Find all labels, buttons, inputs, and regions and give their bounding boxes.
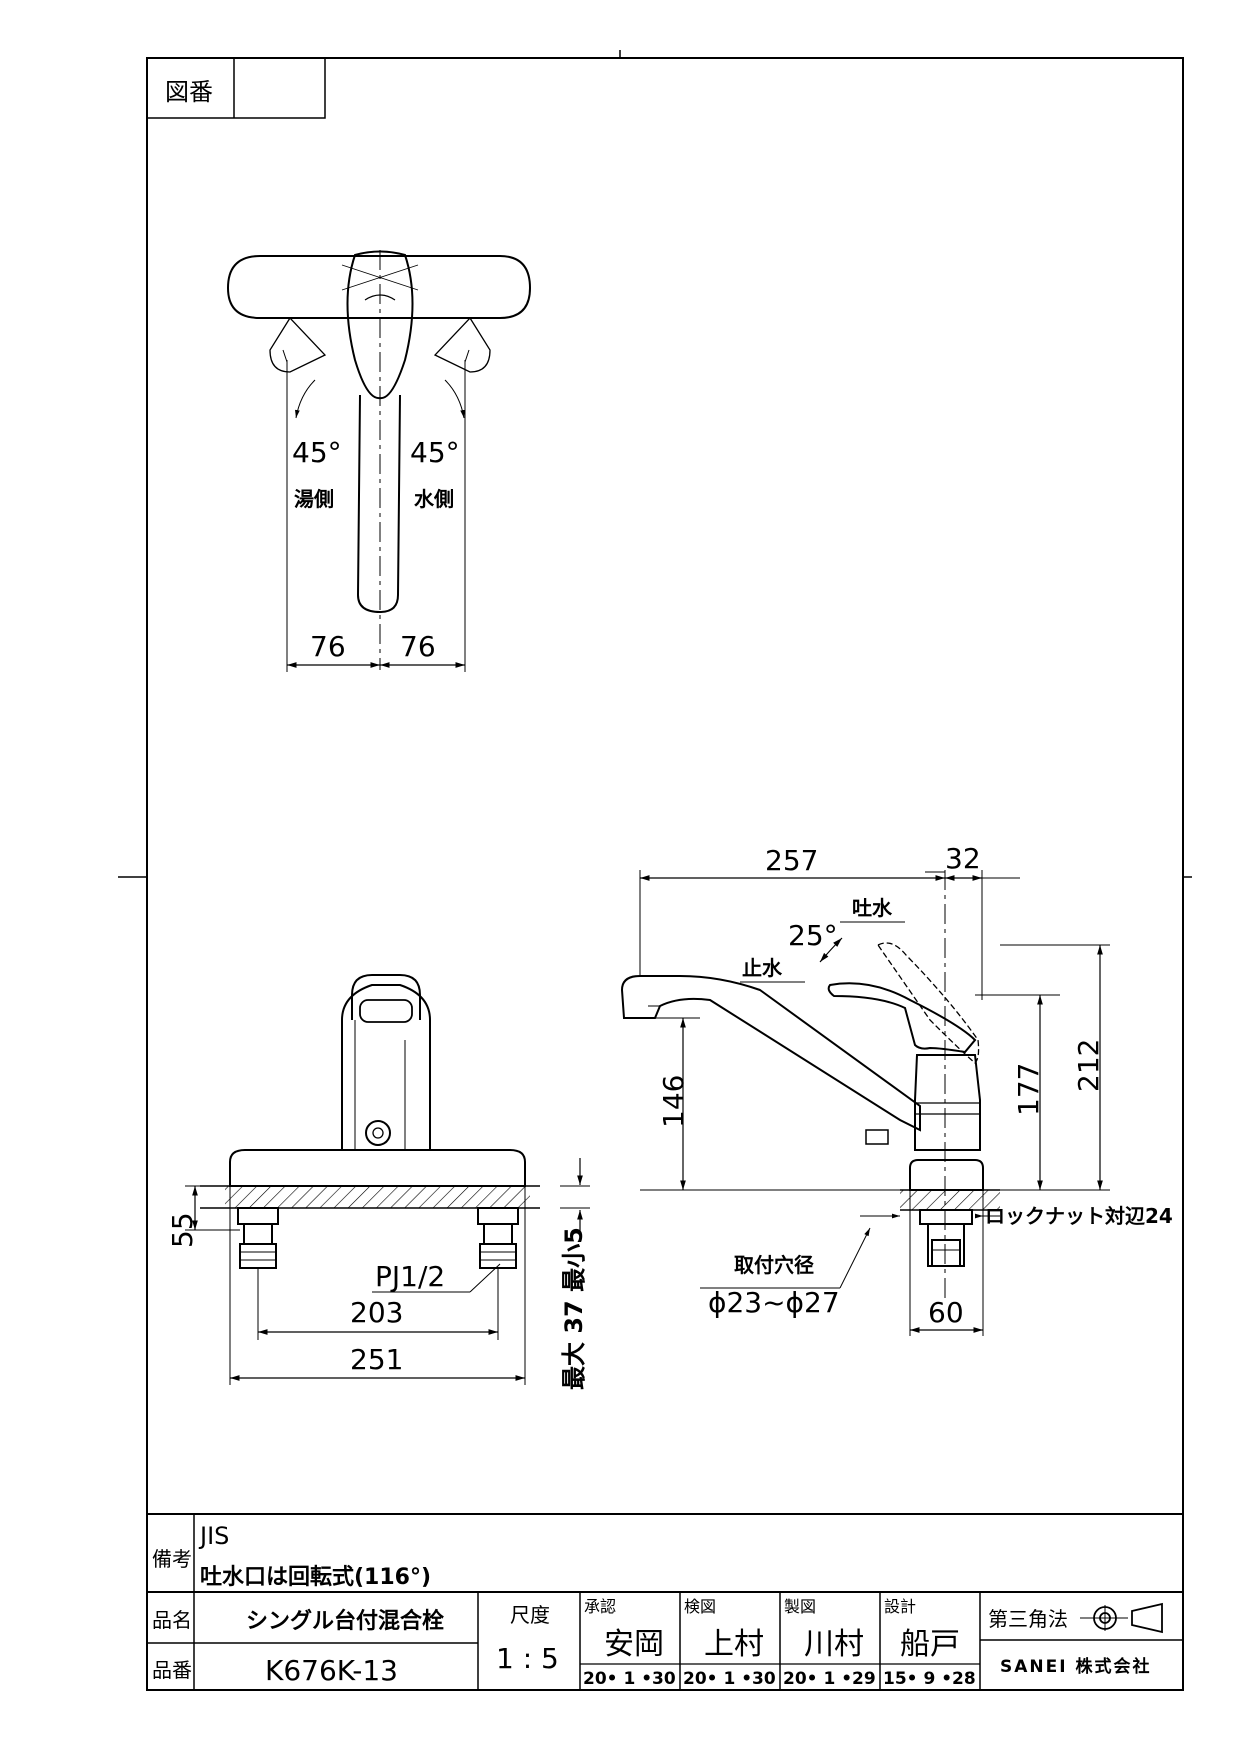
top-cold-ghost	[433, 316, 491, 373]
front-lever	[351, 974, 421, 1020]
checked-name: 上村	[704, 1627, 764, 1662]
product-number-value: K676K-13	[265, 1654, 398, 1687]
label-water-off: 止水	[742, 956, 783, 980]
hole-dim: ϕ23~ϕ27	[708, 1286, 840, 1319]
side-view	[620, 870, 1110, 1336]
locknut-label: ロックナット対辺24	[985, 1204, 1173, 1228]
front-knob	[365, 1120, 391, 1146]
side-lever	[827, 982, 977, 1054]
top-spout	[356, 394, 401, 614]
approved-name: 安岡	[604, 1627, 664, 1662]
dim-60: 60	[928, 1296, 964, 1329]
product-name-label: 品名	[152, 1608, 192, 1632]
scale-label: 尺度	[510, 1603, 550, 1627]
drawn-date: 20• 1 •29	[783, 1669, 876, 1689]
side-base	[909, 1159, 984, 1191]
dim-251: 251	[350, 1343, 403, 1376]
dim-146: 146	[657, 1075, 690, 1128]
top-view	[226, 250, 532, 672]
dim-top-left: 76	[310, 630, 346, 663]
design-name: 船戸	[900, 1627, 960, 1662]
angle-cold: 45°	[410, 436, 460, 469]
dim-177: 177	[1012, 1063, 1045, 1116]
design-label: 設計	[884, 1597, 916, 1616]
angle-hot: 45°	[292, 436, 342, 469]
front-body	[341, 984, 431, 1151]
thickness-label: 最大 37 最小5	[560, 1227, 588, 1390]
approved-date: 20• 1 •30	[583, 1669, 676, 1689]
label-cold-side: 水側	[414, 487, 454, 511]
dim-212: 212	[1072, 1039, 1105, 1092]
drawn-name: 川村	[804, 1627, 864, 1662]
label-hot-side: 湯側	[294, 487, 334, 511]
dim-top-right: 76	[400, 630, 436, 663]
hole-label: 取付穴径	[734, 1253, 814, 1277]
front-counter-hatch	[225, 1186, 530, 1208]
remarks-line1: JIS	[198, 1522, 229, 1550]
top-hot-ghost	[269, 316, 327, 373]
dim-257: 257	[765, 844, 818, 877]
checked-date: 20• 1 •30	[683, 1669, 776, 1689]
top-handle-bar	[226, 255, 532, 319]
projection-label: 第三角法	[988, 1607, 1068, 1631]
drawing-no-label: 図番	[165, 78, 213, 106]
drawn-label: 製図	[784, 1597, 816, 1616]
remarks-label: 備考	[152, 1547, 192, 1571]
angle-25: 25°	[788, 919, 838, 952]
third-angle-projection-icon	[1080, 1602, 1163, 1634]
checked-label: 検図	[684, 1597, 716, 1616]
product-number-label: 品番	[152, 1658, 192, 1682]
border-frame	[118, 50, 1192, 1691]
design-date: 15• 9 •28	[883, 1669, 976, 1689]
front-left-shank	[237, 1207, 279, 1269]
title-block	[147, 1513, 1183, 1690]
front-view	[185, 974, 590, 1385]
product-name-value: シングル台付混合栓	[246, 1608, 444, 1634]
remarks-line2: 吐水口は回転式(116°)	[200, 1564, 431, 1590]
front-base	[229, 1149, 526, 1187]
thread-label: PJ1/2	[375, 1260, 445, 1293]
company-name: SANEI 株式会社	[1000, 1656, 1151, 1677]
side-body	[914, 1054, 981, 1151]
dim-32: 32	[945, 842, 981, 875]
dim-55: 55	[166, 1212, 199, 1248]
side-spout	[620, 975, 921, 1132]
side-lever-open-ghost	[877, 942, 980, 1064]
top-lever	[346, 250, 414, 400]
approved-label: 承認	[584, 1597, 616, 1616]
label-water-on: 吐水	[852, 896, 893, 920]
dim-203: 203	[350, 1296, 403, 1329]
side-shank	[919, 1209, 973, 1267]
scale-value: 1 : 5	[496, 1642, 559, 1675]
front-right-shank	[477, 1207, 519, 1269]
